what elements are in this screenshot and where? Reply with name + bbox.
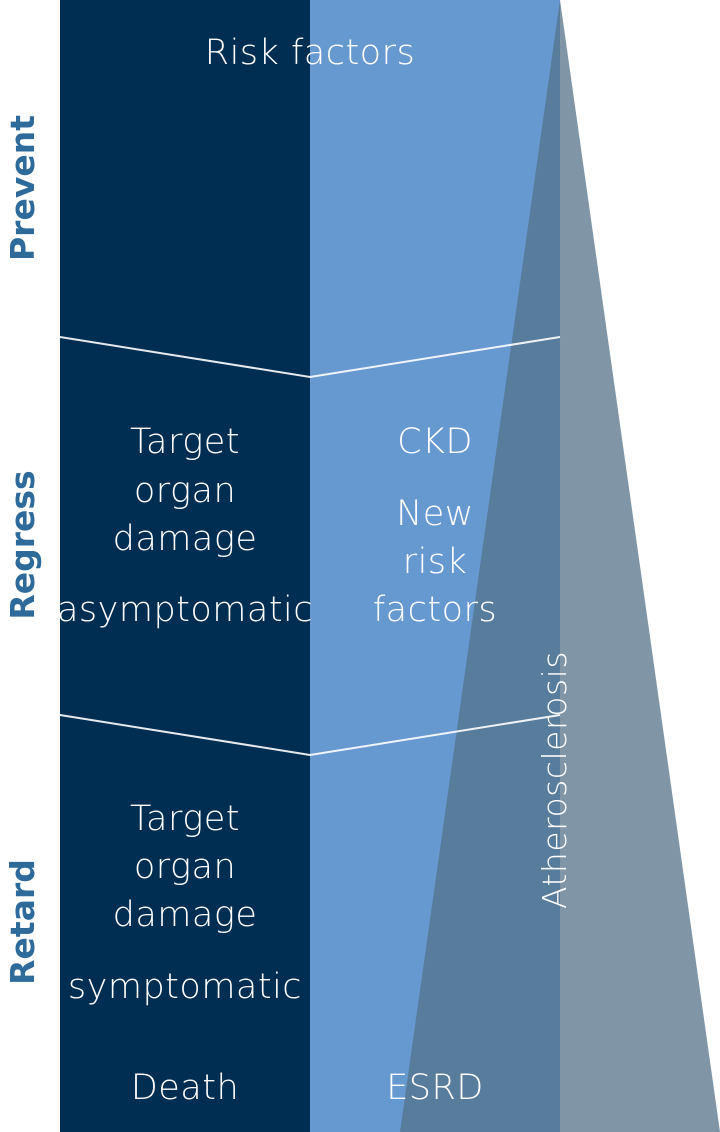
retard-left-line3: damage [113,895,258,935]
new-risk-factors-line3: factors [373,590,497,630]
retard-left-line1: Target [130,799,240,839]
risk-factors-label: Risk factors [205,33,415,73]
esrd-label: ESRD [386,1068,484,1108]
regress-left-line1: Target [130,422,240,462]
new-risk-factors-line1: New [396,494,474,534]
retard-left-line4: symptomatic [68,967,302,1007]
retard-left-line2: organ [134,847,236,887]
death-label: Death [131,1068,239,1108]
divider-regress-retard [59,714,561,757]
regress-left-line3: damage [113,519,258,559]
atherosclerosis-wedge [400,0,720,1132]
atherosclerosis-label: Atherosclerosis [535,651,574,909]
divider-prevent-regress [59,336,561,379]
stage-label-retard: Retard [3,859,42,985]
stage-label-prevent: Prevent [3,115,42,261]
regress-left-line4: asymptomatic [57,590,313,630]
ckd-label: CKD [397,422,473,462]
new-risk-factors-line2: risk [403,542,468,582]
dark-column [60,0,310,1132]
stage-label-regress: Regress [3,470,42,619]
regress-left-line2: organ [134,471,236,511]
